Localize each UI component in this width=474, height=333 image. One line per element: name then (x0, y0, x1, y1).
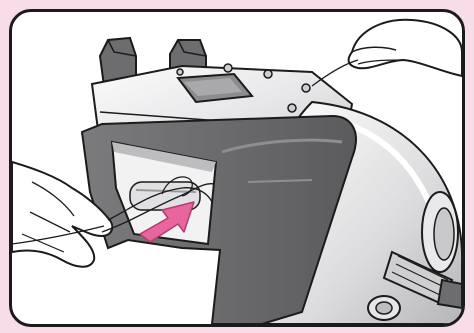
device-illustration (12, 12, 462, 324)
illustration-panel (9, 9, 465, 327)
right-hand (312, 20, 462, 86)
